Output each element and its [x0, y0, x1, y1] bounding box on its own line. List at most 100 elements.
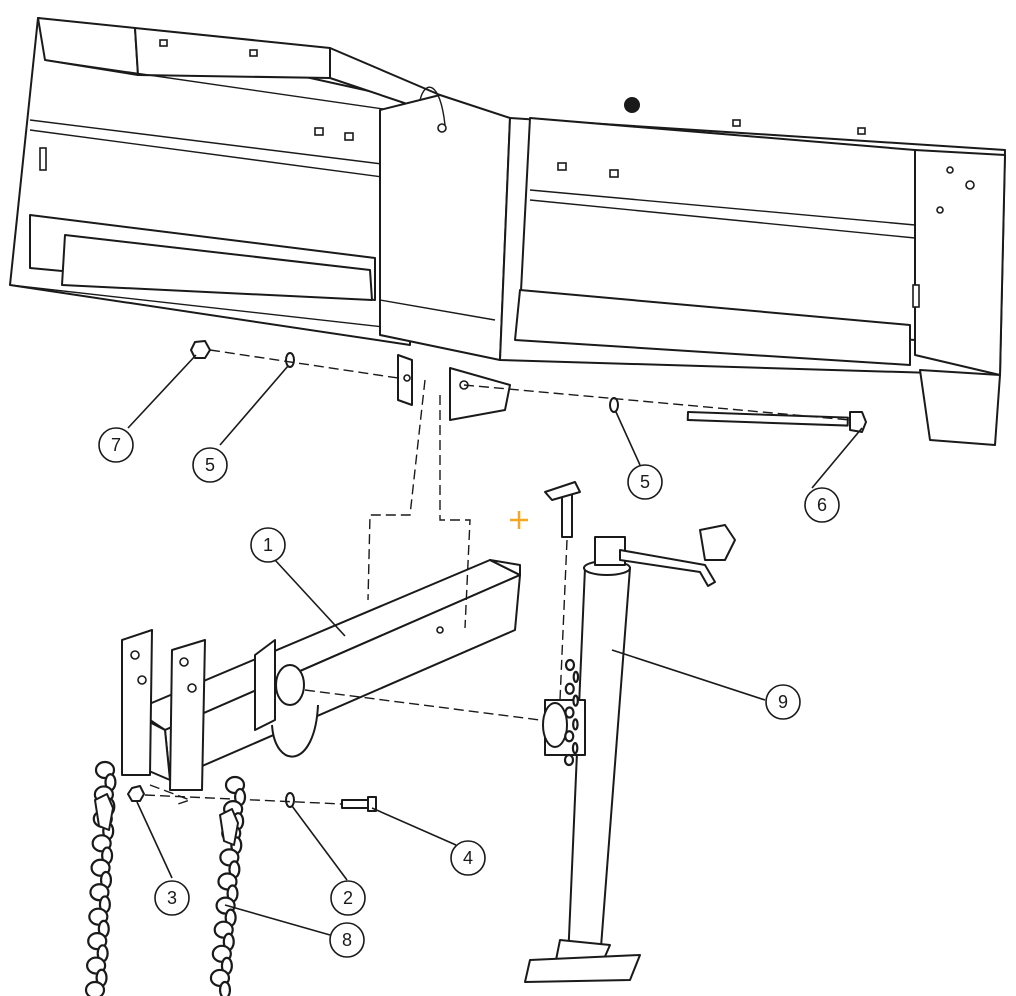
left-slot-c: [159, 39, 168, 47]
svg-text:1: 1: [263, 535, 273, 555]
chain-link: [564, 682, 575, 695]
left-rail-inner: [61, 234, 373, 301]
right-slot-a: [557, 162, 567, 171]
leader-lines: [127, 354, 863, 936]
center-hole: [437, 123, 447, 133]
bracket-hole-left: [403, 374, 411, 382]
bottom-hardware: [127, 784, 377, 812]
tongue-jack: [524, 481, 736, 983]
bolt-4-shank: [341, 799, 371, 809]
axis-mount-left: [367, 379, 426, 601]
callout-4: 4: [450, 840, 486, 876]
left-box-top-panel: [134, 27, 331, 79]
chain-link: [564, 730, 575, 743]
leader-6: [811, 427, 863, 489]
right-rail: [514, 289, 911, 366]
washer-5-right: [609, 397, 619, 413]
left-box-line-b: [29, 129, 391, 179]
arm-end-cap: [489, 559, 521, 576]
axis-top-right: [463, 384, 851, 421]
plate-hole-1: [130, 650, 140, 660]
left-box-line-c: [44, 59, 391, 111]
svg-text:2: 2: [343, 888, 353, 908]
crosshair-marker-icon: [510, 511, 528, 529]
axis-jack-mount: [304, 689, 541, 721]
chain-link: [563, 753, 575, 767]
washer-5-left: [285, 352, 295, 368]
svg-text:7: 7: [111, 435, 121, 455]
frame-housing: [9, 17, 1006, 446]
jack-crank-handle: [699, 524, 736, 561]
callout-8: 8: [329, 922, 365, 958]
chain-link: [572, 694, 579, 707]
leader-8: [224, 904, 331, 936]
safety-chain-left: [84, 760, 117, 996]
chain-hook: [94, 793, 114, 831]
right-hole-a: [965, 180, 975, 190]
tongue-arm: [121, 379, 541, 791]
center-column: [379, 94, 511, 361]
chain-link: [564, 658, 576, 672]
axis-bottom-plate: [149, 784, 193, 806]
right-slot-b: [609, 169, 619, 178]
left-slot-b: [344, 132, 354, 141]
left-slot-e: [39, 147, 47, 171]
leader-3: [136, 801, 173, 879]
hitch-plate-right: [169, 639, 206, 791]
center-line-a: [379, 299, 496, 321]
jack-mount-plate: [254, 639, 276, 731]
leader-1: [274, 559, 346, 637]
callout-3: 3: [154, 880, 190, 916]
right-bracket: [919, 369, 1001, 446]
jack-pin-chain: [563, 658, 580, 767]
nut-3: [127, 785, 145, 802]
chain-link: [572, 670, 580, 683]
right-knob: [624, 97, 640, 113]
plate-hole-4: [187, 683, 197, 693]
chain-link: [571, 742, 579, 755]
left-base-line: [9, 284, 411, 331]
arm-hole: [436, 626, 444, 634]
center-cable: [419, 86, 446, 126]
jack-pin-handle: [544, 481, 581, 501]
jack-mount-tube: [275, 664, 305, 706]
callout-5-right: 5: [627, 464, 663, 500]
left-box-line-a: [29, 119, 391, 166]
chain-link: [564, 706, 575, 719]
nut-7: [190, 340, 211, 359]
right-slot-e: [912, 284, 920, 308]
callout-2: 2: [330, 880, 366, 916]
leader-5-right: [615, 411, 641, 466]
left-slot-a: [314, 127, 324, 136]
jack-mount-clamp: [271, 704, 319, 758]
hitch-plate-left: [121, 629, 153, 776]
svg-text:6: 6: [817, 495, 827, 515]
callout-6: 6: [804, 487, 840, 523]
right-slot-d: [857, 127, 866, 135]
axis-mount-right: [439, 395, 471, 629]
safety-chain-right: [209, 775, 247, 996]
right-hole-c: [936, 206, 944, 214]
svg-text:9: 9: [778, 692, 788, 712]
chain-link: [84, 980, 106, 996]
mount-bracket-right: [449, 367, 511, 421]
jack-crank-arm: [619, 549, 716, 587]
svg-text:5: 5: [205, 455, 215, 475]
right-slot-c: [732, 119, 741, 127]
callout-5-left: 5: [192, 447, 228, 483]
right-box-line-a: [529, 189, 916, 226]
svg-text:5: 5: [640, 472, 650, 492]
leader-9: [611, 649, 766, 701]
chain-hook: [219, 808, 239, 846]
washer-2: [285, 792, 295, 808]
bolt-6-head: [849, 411, 867, 433]
right-box-line-b: [529, 199, 916, 239]
left-slot-d: [249, 49, 258, 57]
axis-jack-pin: [559, 539, 568, 701]
callout-9: 9: [765, 684, 801, 720]
svg-text:3: 3: [167, 888, 177, 908]
jack-swivel-collar: [542, 702, 568, 748]
jack-footplate: [524, 954, 641, 983]
